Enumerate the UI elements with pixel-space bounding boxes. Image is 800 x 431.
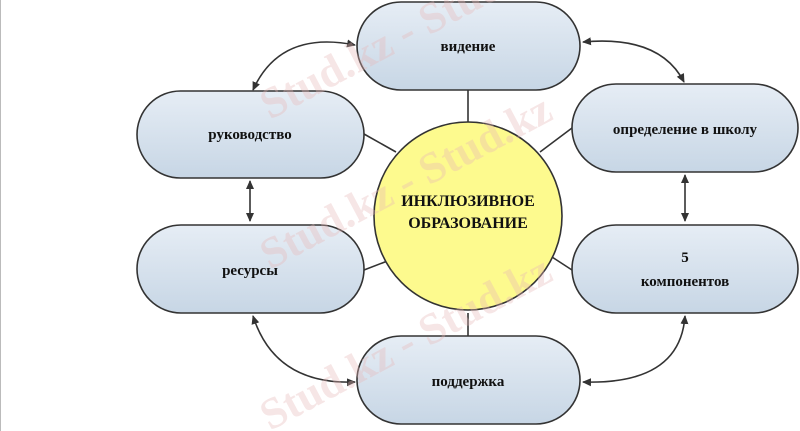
- node-definition: [571, 83, 799, 173]
- connector-top-right: [539, 127, 573, 153]
- node-vision: [356, 1, 581, 91]
- label-definition: определение в школу: [613, 122, 758, 138]
- center-circle: [373, 121, 563, 311]
- center-title-line1: ИНКЛЮЗИВНОЕ: [401, 193, 535, 210]
- connector-top-left: [363, 133, 397, 153]
- label-vision: видение: [441, 39, 496, 55]
- center-title-line2: ОБРАЗОВАНИЕ: [408, 215, 528, 232]
- arrow-components-support: [582, 315, 689, 387]
- label-components-number: 5: [681, 250, 689, 266]
- node-leadership: [136, 90, 365, 179]
- node-components: [571, 224, 799, 314]
- connector-bottom-right: [551, 256, 573, 271]
- label-components: компонентов: [641, 274, 729, 290]
- label-support: поддержка: [432, 374, 505, 390]
- node-resources: [136, 224, 365, 314]
- connectors: [363, 90, 573, 336]
- label-resources: ресурсы: [222, 263, 278, 279]
- node-support: [356, 335, 581, 425]
- arrows: [246, 37, 689, 387]
- label-leadership: руководство: [208, 127, 291, 143]
- arrow-vision-definition: [582, 37, 685, 83]
- arrow-vision-leadership: [252, 39, 356, 91]
- arrow-resources-support: [251, 315, 356, 387]
